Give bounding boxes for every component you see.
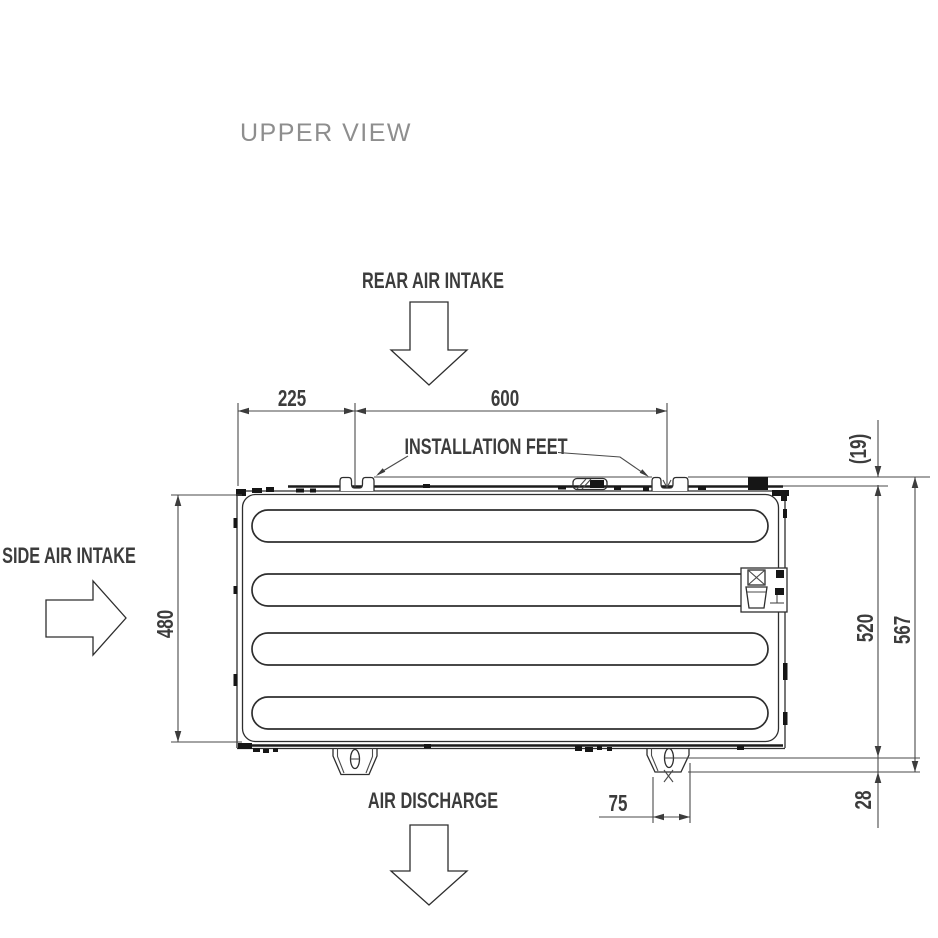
dim-arrowhead <box>874 772 882 783</box>
page-title: UPPER VIEW <box>240 119 412 147</box>
vent-slot-3 <box>251 632 769 666</box>
dim-225: 225 <box>278 387 306 412</box>
rear-foot-right <box>651 476 689 491</box>
side-air-intake-group: SIDE AIR INTAKE <box>2 544 136 657</box>
vent-slot-1 <box>251 509 769 543</box>
dim-480: 480 <box>154 610 179 638</box>
vent-slot-4 <box>251 696 769 730</box>
air-discharge-group: AIR DISCHARGE <box>368 789 498 906</box>
dim-600: 600 <box>491 387 519 412</box>
installation-feet-callout: INSTALLATION FEET <box>376 435 649 477</box>
handle-detail <box>572 477 608 491</box>
top-component-block <box>748 477 768 490</box>
dim-arrowhead <box>874 746 882 757</box>
dim-arrowhead <box>911 761 919 772</box>
dim-567: 567 <box>891 616 916 644</box>
dim-480-group: 480 <box>154 494 242 743</box>
front-foot-left <box>332 748 378 776</box>
vent-slot-2 <box>251 573 769 607</box>
dim-arrowhead <box>174 495 182 506</box>
installation-feet-label: INSTALLATION FEET <box>404 435 567 460</box>
rear-foot-left <box>339 476 375 491</box>
front-foot-right <box>646 747 690 783</box>
dim-arrowhead <box>653 813 664 821</box>
dim-arrowhead <box>344 407 355 415</box>
dim-arrowhead <box>355 407 366 415</box>
dim-75-group: 75 <box>599 763 691 823</box>
rear-air-intake-label: REAR AIR INTAKE <box>362 269 504 294</box>
dim-28: 28 <box>852 791 877 810</box>
air-discharge-label: AIR DISCHARGE <box>368 789 498 814</box>
leader-arrowhead <box>639 469 649 477</box>
dim-arrowhead <box>874 466 882 477</box>
dim-520: 520 <box>854 614 879 642</box>
top-panel-outline <box>241 493 780 743</box>
dim-right-group: (19) 520 567 28 <box>674 420 920 828</box>
side-air-intake-label: SIDE AIR INTAKE <box>2 544 136 569</box>
foot-notch-mark <box>666 479 672 488</box>
dim-arrowhead <box>874 485 882 496</box>
leader-arrowhead <box>376 468 386 476</box>
airflow-down-arrow-icon <box>389 301 469 386</box>
dim-arrowhead <box>656 407 667 415</box>
dim-top-group: 225 600 <box>237 387 668 487</box>
leader-line-right <box>557 451 647 476</box>
rear-air-intake-group: REAR AIR INTAKE <box>362 269 504 386</box>
dim-19: (19) <box>847 434 872 464</box>
edge-clips <box>233 477 789 753</box>
dim-arrowhead <box>238 407 249 415</box>
valve-detail <box>740 567 788 613</box>
unit-body <box>233 476 930 783</box>
foot-notch-mark <box>662 479 668 488</box>
airflow-down-arrow-icon <box>389 824 469 906</box>
dim-75: 75 <box>609 792 628 817</box>
dim-arrowhead <box>679 813 690 821</box>
dim-arrowhead <box>911 477 919 488</box>
airflow-right-arrow-icon <box>45 579 127 657</box>
dim-arrowhead <box>174 731 182 742</box>
